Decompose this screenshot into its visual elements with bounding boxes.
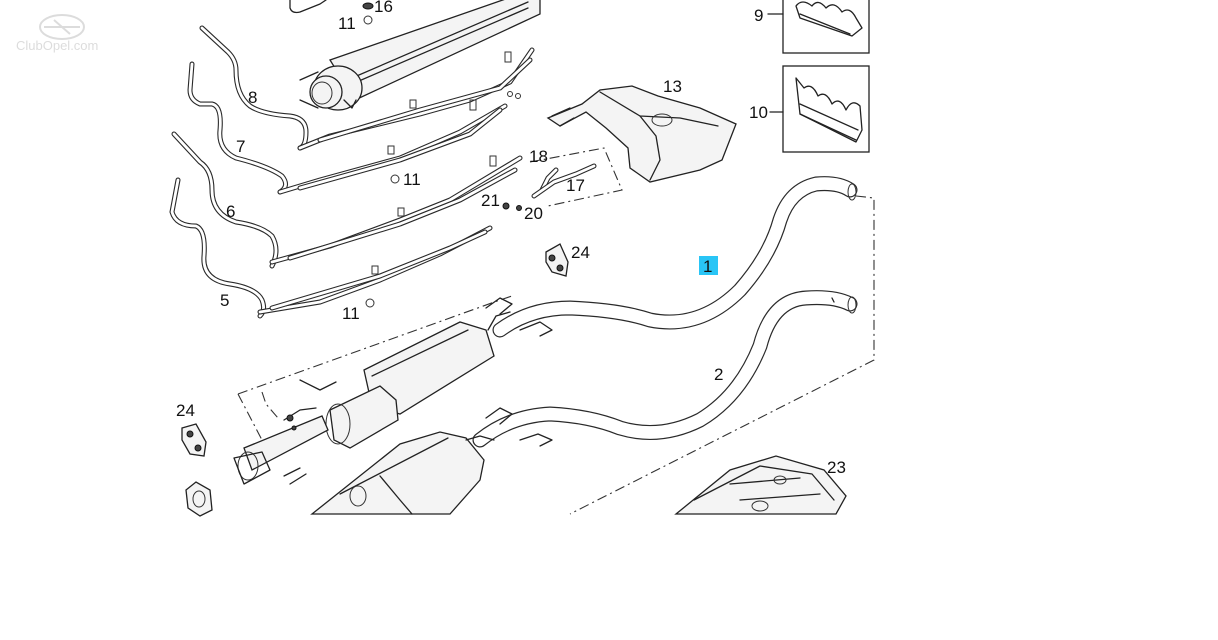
underbody-panel — [674, 455, 847, 515]
highlight-box — [699, 256, 718, 275]
callout-5[interactable]: 5 — [220, 291, 229, 310]
upper-muffler — [289, 0, 541, 111]
line-6 — [171, 131, 523, 269]
nut-fittings — [362, 2, 522, 308]
callout-labels: 16 11 9 13 10 8 7 18 17 11 6 21 20 24 5 … — [176, 0, 846, 477]
lower-muffler — [310, 431, 495, 515]
clip-assembly-10 — [769, 65, 870, 153]
tailpipe-2 — [472, 290, 858, 448]
callout-21[interactable]: 21 — [481, 191, 500, 210]
callout-13[interactable]: 13 — [663, 77, 682, 96]
callout-24-upper[interactable]: 24 — [571, 243, 590, 262]
callout-1-highlighted[interactable]: 1 — [699, 256, 718, 276]
rubber-hanger-upper — [545, 243, 569, 277]
callout-11-mid[interactable]: 11 — [403, 170, 421, 189]
callout-10[interactable]: 10 — [749, 103, 768, 122]
callout-17[interactable]: 17 — [566, 176, 585, 195]
callout-6[interactable]: 6 — [226, 202, 235, 221]
callout-7[interactable]: 7 — [236, 137, 245, 156]
flange-gasket — [185, 481, 213, 517]
callout-18[interactable]: 18 — [529, 147, 548, 166]
callout-16[interactable]: 16 — [374, 0, 393, 16]
callout-2[interactable]: 2 — [714, 365, 723, 384]
line-5 — [169, 177, 493, 319]
callout-8[interactable]: 8 — [248, 88, 257, 107]
callout-23[interactable]: 23 — [827, 458, 846, 477]
callout-11-low[interactable]: 11 — [342, 304, 360, 323]
callout-24-lower[interactable]: 24 — [176, 401, 195, 420]
tailpipe-1 — [485, 176, 858, 338]
callout-11-top[interactable]: 11 — [338, 14, 356, 33]
catalytic-converter-upper — [233, 311, 511, 485]
line-7 — [187, 61, 508, 195]
heat-shield — [546, 85, 737, 183]
clip-assembly-9 — [767, 0, 870, 54]
callout-9[interactable]: 9 — [754, 6, 763, 25]
small-hoses — [531, 163, 597, 199]
rubber-hanger-lower — [181, 423, 207, 457]
watermark-logo: ClubOpel.com — [16, 14, 98, 53]
callout-1[interactable]: 1 — [703, 257, 712, 276]
dashed-boundaries — [237, 147, 875, 515]
line-8 — [199, 25, 535, 151]
watermark-text: ClubOpel.com — [16, 38, 98, 53]
callout-20[interactable]: 20 — [524, 204, 543, 223]
